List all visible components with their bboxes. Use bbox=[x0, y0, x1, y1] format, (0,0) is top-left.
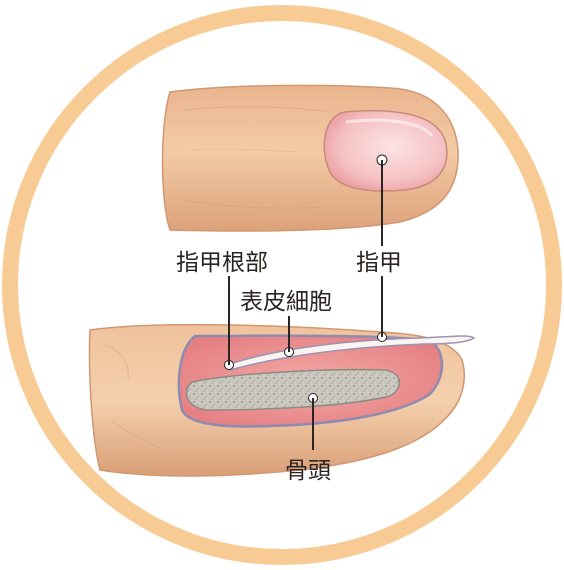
label-nail: 指甲 bbox=[356, 250, 402, 276]
finger-top-view bbox=[163, 85, 459, 231]
label-nail-root: 指甲根部 bbox=[176, 250, 268, 276]
label-bone: 骨頭 bbox=[285, 458, 331, 484]
label-epidermal-cells: 表皮細胞 bbox=[240, 289, 332, 315]
nail-top bbox=[324, 111, 447, 191]
finger-cross-section bbox=[89, 325, 474, 476]
